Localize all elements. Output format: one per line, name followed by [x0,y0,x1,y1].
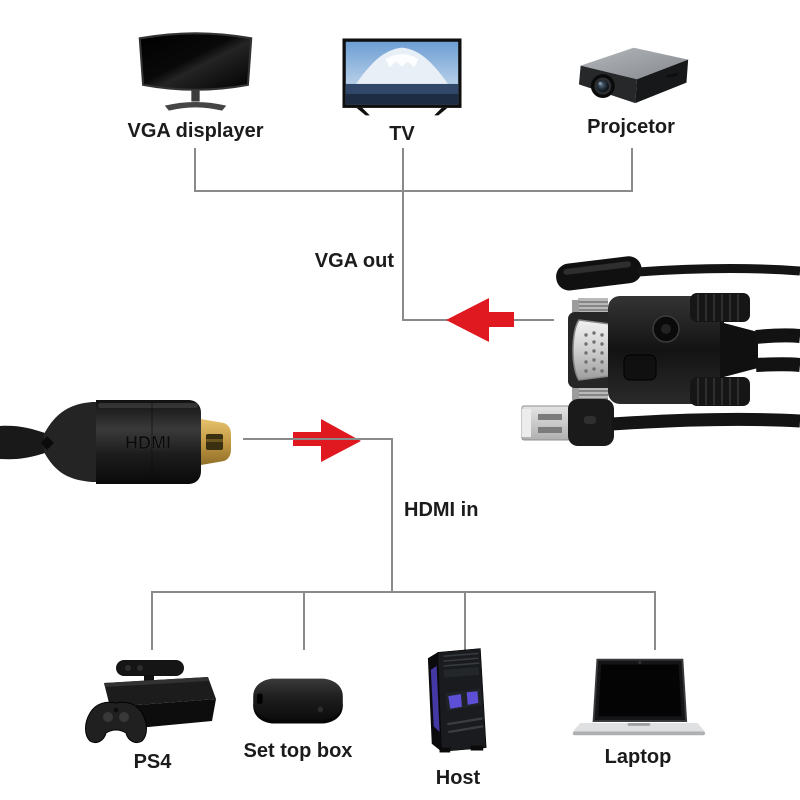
device-set-top-box: Set top box [242,672,354,762]
connector-line-vga-spine [402,190,404,321]
connector-line-hdmi-pointer [243,438,393,440]
hdmi-strain-relief [44,402,100,482]
connector-line-stub-ps4 [151,591,153,650]
device-label: Laptop [604,746,672,768]
hdmi-in-label: HDMI in [404,499,479,521]
laptop-icon [572,658,706,736]
arrow-left-icon [446,298,514,342]
hdmi-embossed-label: HDMI [125,433,171,453]
device-vga-displayer: VGA displayer [128,30,264,142]
device-label: Set top box [243,740,353,762]
vga-connector-photo [521,256,800,446]
vga-cable-lower [755,357,800,372]
vga-ribbed-grip-top [690,293,750,322]
vga-dsub-face [572,319,611,381]
device-label: PS4 [133,751,172,773]
vga-ribbed-grip-bottom [690,377,750,406]
device-label: Projcetor [587,116,675,138]
connector-line-stub-laptop [654,591,656,650]
projector-icon [578,47,689,104]
device-ps4: PS4 [70,655,235,773]
audio-cable [637,264,800,277]
connector-line-bottom-horizontal [152,591,656,593]
tv-icon [342,38,462,116]
device-label: VGA displayer [127,120,264,142]
vga-cable-upper [755,328,800,344]
set-top-box-icon [253,678,343,724]
hdmi-cable [0,425,48,460]
game-controller [85,701,147,744]
connector-line-hdmi-spine [391,438,393,593]
connector-line-stub-set-top-box [303,591,305,650]
connector-line-stub-projector [631,148,633,192]
vga-body-detail [623,354,657,381]
device-label: Host [435,767,481,789]
hdmi-connector-photo: HDMI [0,400,231,484]
curved-monitor-icon [138,32,253,111]
connector-line-stub-tv [402,148,404,192]
pc-tower-icon [427,648,487,753]
device-laptop: Laptop [567,655,709,768]
hdmi-plug-body [96,400,201,484]
ps4-console-icon [85,660,216,744]
usb-cable [611,412,800,431]
arrow-right-icon [293,419,361,462]
connector-line-stub-host [464,591,466,650]
device-tv: TV [340,36,464,145]
connector-line-top-horizontal [194,190,633,192]
audio-jack-plug [556,256,642,291]
vga-out-label: VGA out [314,250,394,272]
vga-strain-relief [720,322,758,378]
device-host: Host [424,641,492,789]
usb-plug [521,399,614,446]
connector-line-stub-vga-displayer [194,148,196,192]
device-projector: Projcetor [567,40,695,138]
device-label: TV [389,123,415,145]
